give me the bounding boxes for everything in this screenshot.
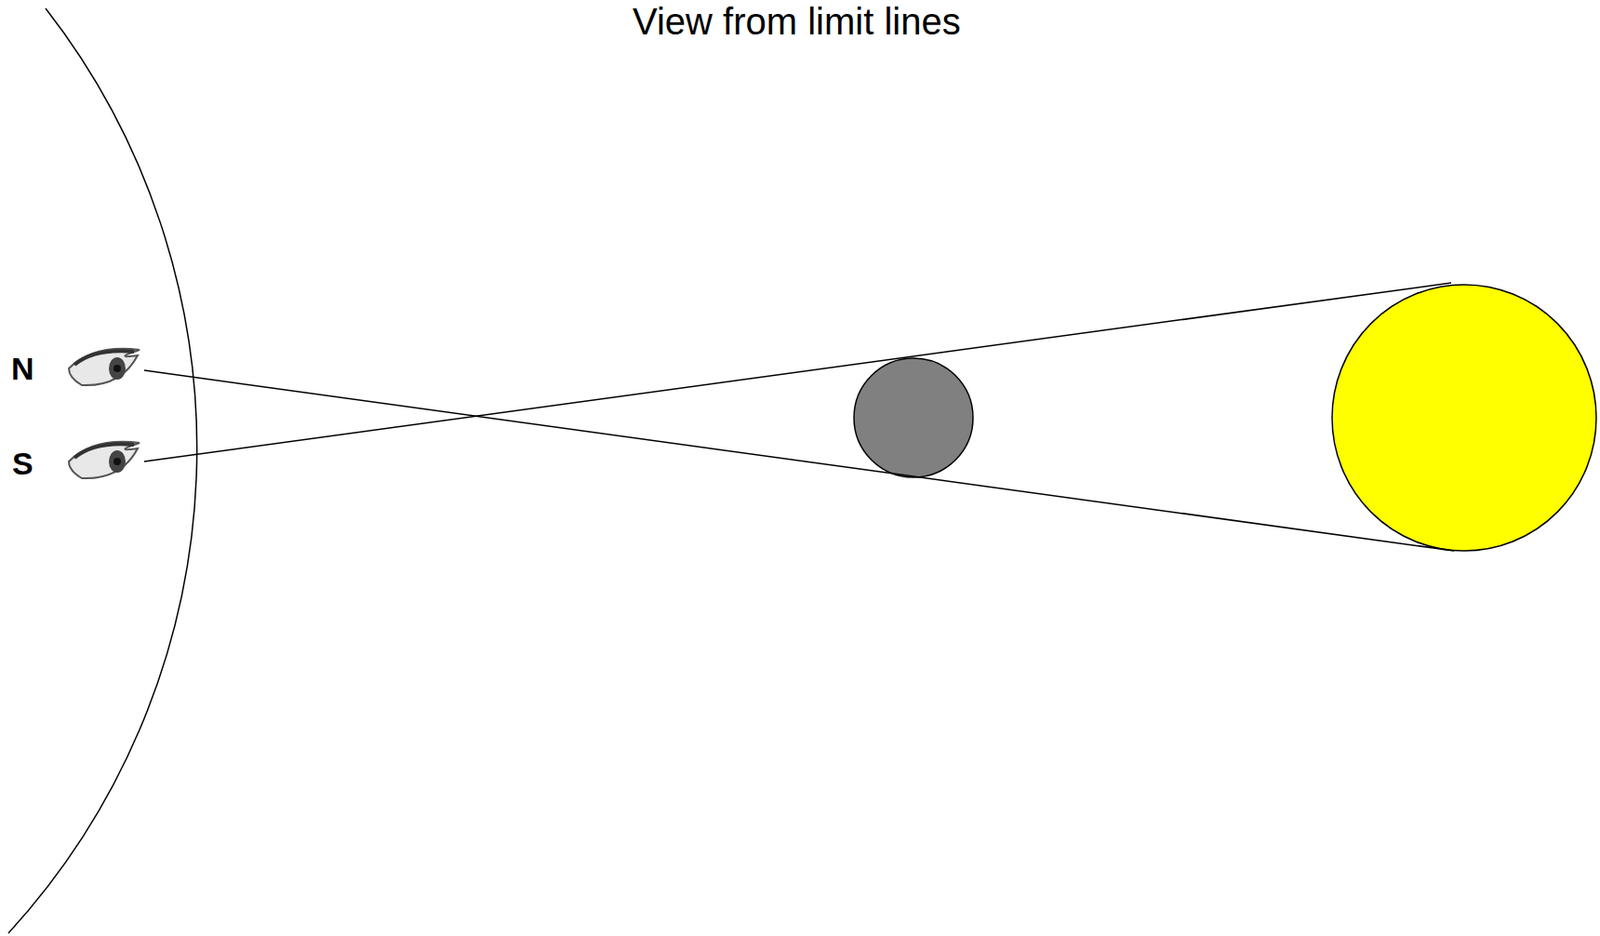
eye-icon (68, 348, 140, 386)
observer-label: S (12, 444, 34, 482)
observer-label: N (11, 349, 35, 387)
sight-line (144, 370, 1454, 551)
eye-icon (68, 441, 140, 479)
diagram-title: View from limit lines (632, 0, 961, 43)
sight-line (144, 282, 1452, 462)
sun (1332, 284, 1597, 551)
earth-limb (8, 8, 198, 934)
moon (853, 358, 974, 478)
